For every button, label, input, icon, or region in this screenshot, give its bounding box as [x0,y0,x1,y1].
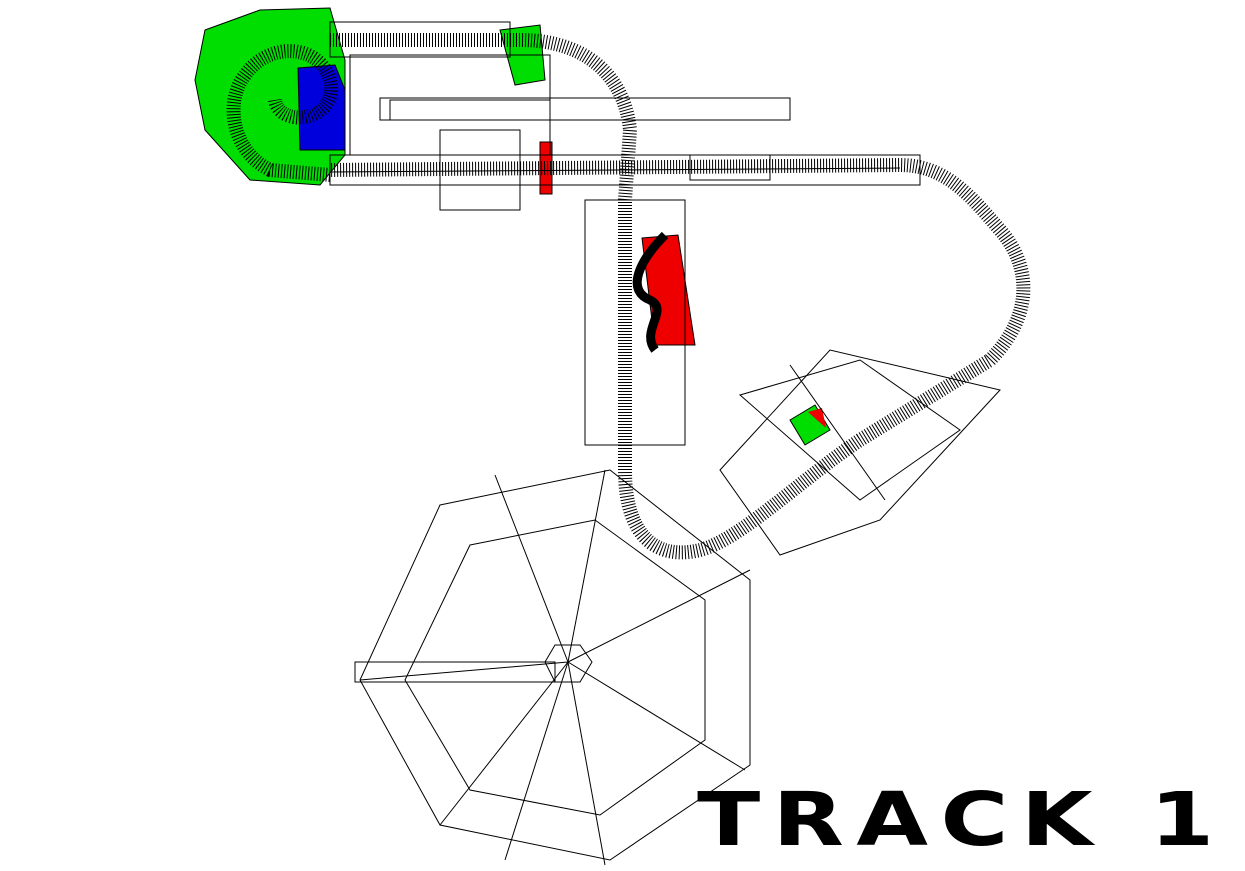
hex-arena [354,469,751,866]
s-curve [632,231,669,353]
red-marker [808,408,826,428]
structures [329,21,1001,556]
track-guide-line [329,167,901,173]
water-area [297,64,346,151]
track-title: TRACK 1 [697,777,1227,863]
race-track [226,33,1031,560]
hatch-block [389,99,551,121]
